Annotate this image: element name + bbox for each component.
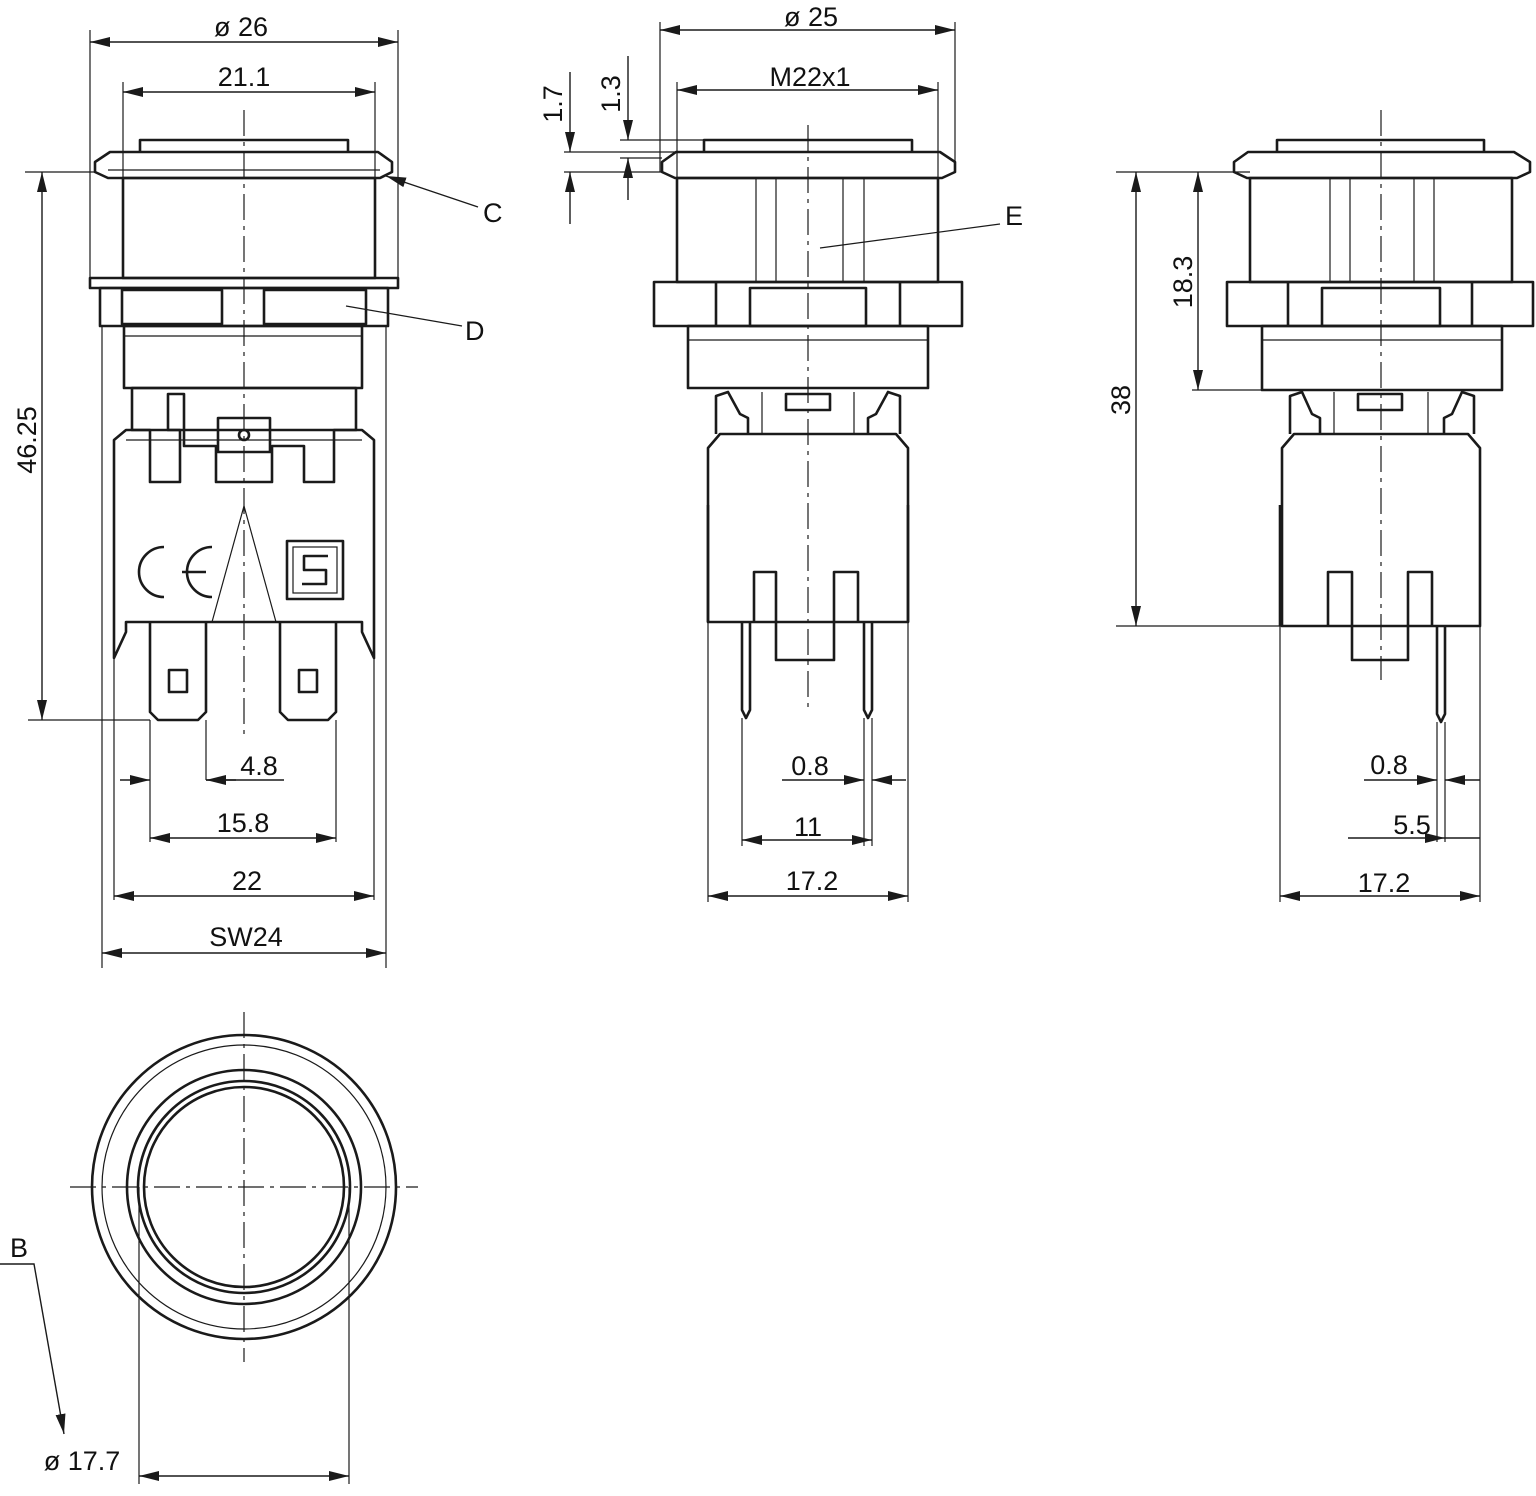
dim-thread: M22x1 (769, 62, 850, 92)
dim-cap-width: 21.1 (218, 62, 271, 92)
front-switch-housing (112, 428, 376, 660)
top-outer-ring (90, 1033, 398, 1341)
side2-collar (1260, 324, 1504, 392)
top-bezel (125, 1068, 363, 1306)
callout-c-leader (385, 175, 479, 208)
side-view-2: 18.3 38 0.8 5.5 17.2 (1106, 110, 1535, 902)
dim-total-height: 46.25 (12, 406, 42, 474)
callout-c: C (483, 198, 503, 228)
dim-body-width: 22 (232, 866, 262, 896)
dim-tab-width: 4.8 (240, 751, 278, 781)
dim-body-height: 38 (1106, 385, 1136, 415)
front-cap-top (138, 138, 350, 152)
side1-pin-left (740, 622, 752, 720)
front-terminal-block (130, 386, 358, 484)
callout-e: E (1005, 201, 1023, 231)
dim-tab-spacing: 15.8 (217, 808, 270, 838)
dim-outer-diameter: ø 26 (214, 12, 268, 42)
front-view: ø 26 21.1 46.25 4.8 15.8 22 SW24 C D (12, 12, 503, 968)
dim-flange-height: 1.7 (538, 85, 568, 123)
dim-nut-width: SW24 (209, 922, 283, 952)
front-tab-right (278, 622, 338, 722)
dim-side2-body-width: 17.2 (1358, 868, 1411, 898)
top-lens (142, 1085, 346, 1289)
approval-mark-icon (285, 539, 345, 601)
dim-pin-spacing: 11 (794, 812, 822, 842)
dim-flange-diameter: ø 25 (784, 2, 838, 32)
front-nut (98, 286, 390, 328)
callout-b: B (10, 1233, 28, 1263)
front-lower-body (122, 324, 364, 390)
front-cap-flange (93, 150, 394, 180)
callout-d-leader (345, 305, 463, 327)
side2-flange (1232, 150, 1532, 180)
dim-pin-offset: 5.5 (1393, 810, 1431, 840)
callout-b-leader (0, 1263, 66, 1435)
dim-side1-body-width: 17.2 (786, 866, 839, 896)
callout-e-leader (819, 223, 1001, 249)
side1-collar (686, 324, 930, 390)
front-tab-left (148, 622, 208, 722)
callout-d: D (465, 316, 485, 346)
side1-pin-right (862, 622, 874, 720)
dim-pin-thickness: 0.8 (791, 751, 829, 781)
side2-pin (1435, 626, 1447, 724)
top-view: ø 17.7 B (0, 1012, 418, 1484)
dim-side2-pin-thickness: 0.8 (1370, 750, 1408, 780)
dim-panel-height: 18.3 (1168, 256, 1198, 309)
front-upper-body (121, 176, 377, 280)
dim-cap-height: 1.3 (596, 75, 626, 113)
side-view-1: ø 25 M22x1 1.7 1.3 0.8 11 17.2 E (538, 2, 1023, 902)
dim-lens-diameter: ø 17.7 (44, 1446, 121, 1476)
